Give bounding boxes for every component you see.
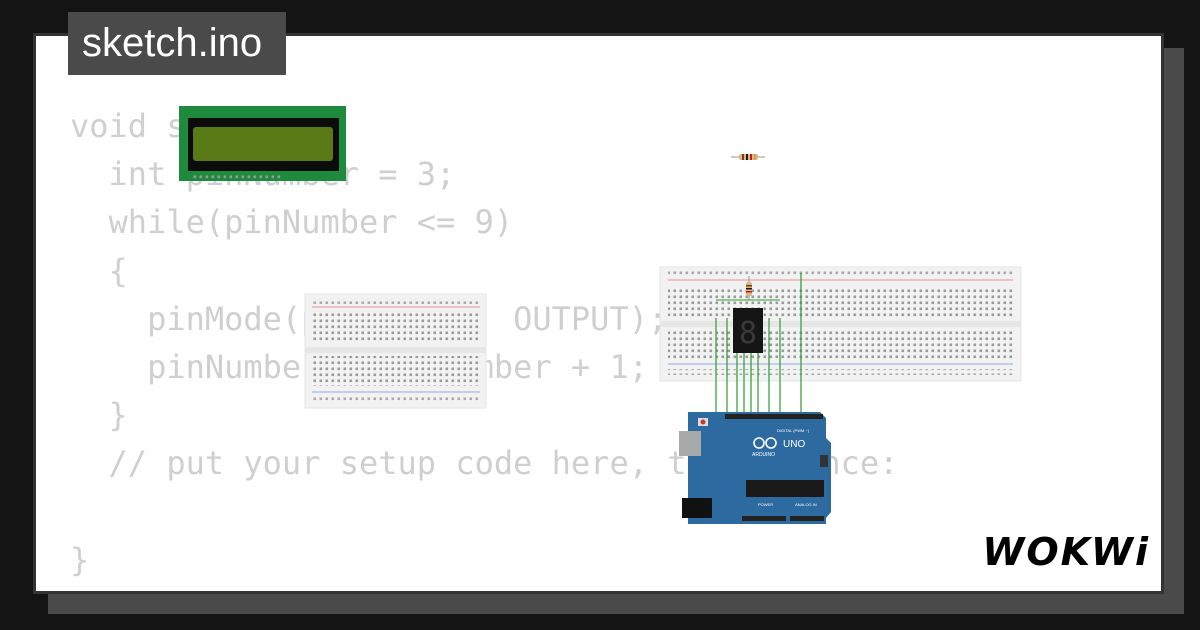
seven-segment-icon[interactable]: 8	[716, 299, 780, 353]
segment-digit: 8	[739, 316, 757, 351]
arduino-logo-icon	[753, 437, 777, 449]
wokwi-logo[interactable]: WOKWi	[982, 530, 1150, 574]
board-name: UNO	[783, 439, 805, 450]
code-line: }	[70, 396, 128, 435]
code-line: while(pinNumber <= 9)	[70, 203, 514, 242]
breadboard-icon[interactable]	[304, 293, 487, 409]
resistor-icon	[746, 276, 752, 300]
breadboard-icon[interactable]	[659, 266, 1022, 382]
code-line: {	[70, 251, 128, 290]
resistor-icon[interactable]	[731, 154, 765, 160]
file-name-tab[interactable]: sketch.ino	[68, 12, 286, 75]
lcd-display-icon[interactable]	[179, 106, 346, 181]
jumper-wires	[715, 273, 802, 416]
code-line: }	[70, 540, 90, 579]
analog-label: ANALOG IN	[795, 502, 817, 507]
digital-header-label: DIGITAL (PWM ~)	[777, 428, 810, 433]
power-label: POWER	[758, 502, 773, 507]
arduino-uno-icon[interactable]: UNO ARDUINO DIGITAL (PWM ~) POWER ANALOG…	[679, 412, 831, 524]
board-maker: ARDUINO	[752, 452, 775, 458]
